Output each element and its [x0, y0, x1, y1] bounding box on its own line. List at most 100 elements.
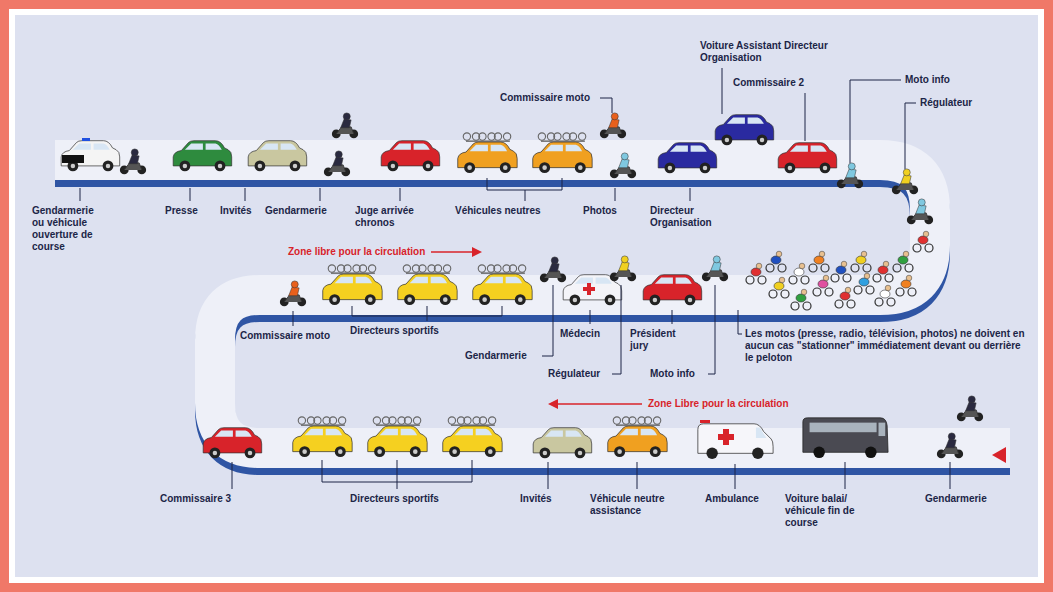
art-use	[803, 418, 888, 458]
art-use	[698, 424, 773, 459]
art-use	[893, 251, 913, 272]
art-use	[458, 133, 517, 173]
traffic-note: Zone libre pour la circulation	[288, 246, 425, 258]
art-use	[746, 263, 766, 284]
vehicle-label: Juge arrivée chronos	[355, 205, 435, 229]
vehicle-label: Directeurs sportifs	[350, 325, 439, 337]
art-use	[907, 199, 933, 224]
art-line	[722, 68, 723, 114]
art-line	[397, 460, 398, 489]
vehicle-label: Véhicules neutres	[455, 205, 541, 217]
leader-lines	[80, 68, 950, 489]
art-use	[280, 281, 306, 306]
art-polyline	[487, 178, 562, 190]
vehicle-label: Voiture Assistant Directeur Organisation	[700, 40, 835, 64]
peloton	[746, 251, 916, 310]
art-line	[556, 403, 642, 405]
art-use	[381, 141, 440, 172]
vehicle-label: Régulateur	[920, 97, 972, 109]
art-use	[323, 265, 382, 305]
traffic-note: Zone Libre pour la circulation	[648, 398, 789, 410]
vehicles-top	[61, 113, 933, 252]
art-line	[805, 93, 806, 141]
art-use	[702, 256, 728, 281]
art-line	[190, 188, 191, 201]
vehicle-label: Gendarmerie	[265, 205, 327, 217]
frame-gap	[9, 9, 1044, 583]
art-line	[80, 188, 81, 201]
art-use	[610, 153, 636, 178]
vehicle-label: Ambulance	[705, 493, 759, 505]
art-use	[540, 257, 566, 282]
art-rect	[82, 138, 90, 141]
art-line	[845, 462, 846, 489]
art-use	[766, 251, 786, 272]
art-polyline	[708, 285, 715, 374]
vehicle-label: Directeur Organisation	[650, 205, 728, 229]
art-polygon	[548, 399, 558, 409]
art-polyline	[612, 285, 621, 374]
art-line	[427, 306, 428, 321]
art-use	[398, 265, 457, 305]
vehicle-label: Commissaire 3	[160, 493, 231, 505]
art-line	[637, 462, 638, 489]
art-use	[443, 417, 502, 457]
art-line	[615, 188, 616, 201]
art-use	[61, 141, 119, 172]
art-line	[245, 188, 246, 201]
art-use	[837, 163, 863, 188]
art-use	[173, 141, 232, 172]
art-polygon	[472, 247, 482, 257]
art-use	[600, 113, 626, 138]
art-line	[431, 251, 474, 253]
vehicle-label: Médecin	[560, 328, 600, 340]
art-use	[789, 263, 809, 284]
art-rect	[723, 429, 729, 445]
vehicles-middle	[280, 256, 728, 306]
art-rect	[700, 420, 710, 423]
art-use	[610, 256, 636, 281]
art-polyline	[738, 310, 742, 334]
art-use	[332, 113, 358, 138]
art-path	[55, 160, 1010, 448]
vehicle-label: Photos	[583, 205, 617, 217]
art-use	[835, 287, 855, 308]
vehicles-bottom	[203, 396, 1006, 463]
art-polyline	[542, 285, 553, 356]
art-use	[368, 417, 427, 457]
vehicle-label: Voiture balai/ véhicule fin de course	[785, 493, 865, 529]
art-line	[672, 310, 673, 324]
art-use	[608, 417, 667, 457]
art-use	[658, 143, 717, 174]
art-use	[854, 273, 874, 294]
art-use	[533, 428, 592, 459]
road	[55, 160, 1010, 455]
art-use	[473, 265, 532, 305]
art-line	[590, 310, 591, 324]
art-use	[896, 275, 916, 296]
vehicle-label: Directeurs sportifs	[350, 493, 439, 505]
art-use	[873, 261, 893, 282]
art-line	[320, 188, 321, 201]
vehicle-label: Gendarmerie	[925, 493, 987, 505]
vehicle-label: Président jury	[630, 328, 685, 352]
art-use	[120, 149, 146, 174]
art-use	[892, 169, 918, 194]
vehicle-label: Invités	[220, 205, 252, 217]
art-use	[809, 251, 829, 272]
art-use	[913, 231, 933, 252]
art-line	[735, 464, 736, 489]
art-line	[293, 311, 294, 326]
art-use	[715, 115, 774, 146]
art-polyline	[905, 103, 916, 169]
art-line	[690, 188, 691, 201]
art-use	[643, 275, 702, 306]
art-line	[400, 188, 401, 201]
art-use	[875, 285, 895, 306]
art-use	[791, 289, 811, 310]
art-use	[293, 417, 352, 457]
art-use	[937, 433, 963, 458]
art-rect	[62, 155, 84, 163]
